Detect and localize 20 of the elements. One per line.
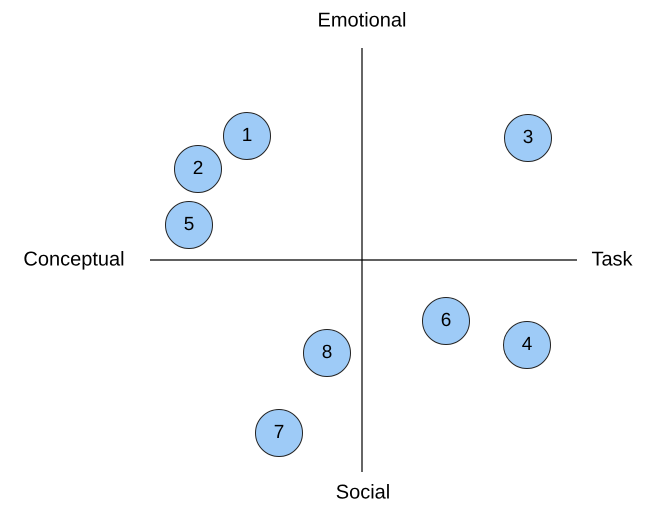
numbered-circle <box>303 329 351 377</box>
numbered-circle <box>422 297 470 345</box>
axis-label: Social <box>336 482 390 504</box>
axis-label: Task <box>591 248 633 272</box>
numbered-circle <box>504 114 552 162</box>
circle-number: 8 <box>322 342 332 364</box>
axis-label: Emotional <box>318 10 406 32</box>
numbered-circle <box>165 201 213 249</box>
axis-label: Conceptual <box>23 248 125 272</box>
numbered-circle <box>223 112 271 160</box>
circle-number: 4 <box>522 334 532 356</box>
numbered-circle <box>255 409 303 457</box>
numbered-circle <box>174 145 222 193</box>
circle-number: 3 <box>522 127 534 149</box>
circle-number: 2 <box>192 158 204 180</box>
circle-number: 1 <box>242 125 252 147</box>
circle-number: 5 <box>184 214 194 236</box>
numbered-circle <box>503 321 551 369</box>
circle-number: 6 <box>440 310 452 332</box>
circle-number: 7 <box>274 422 284 444</box>
